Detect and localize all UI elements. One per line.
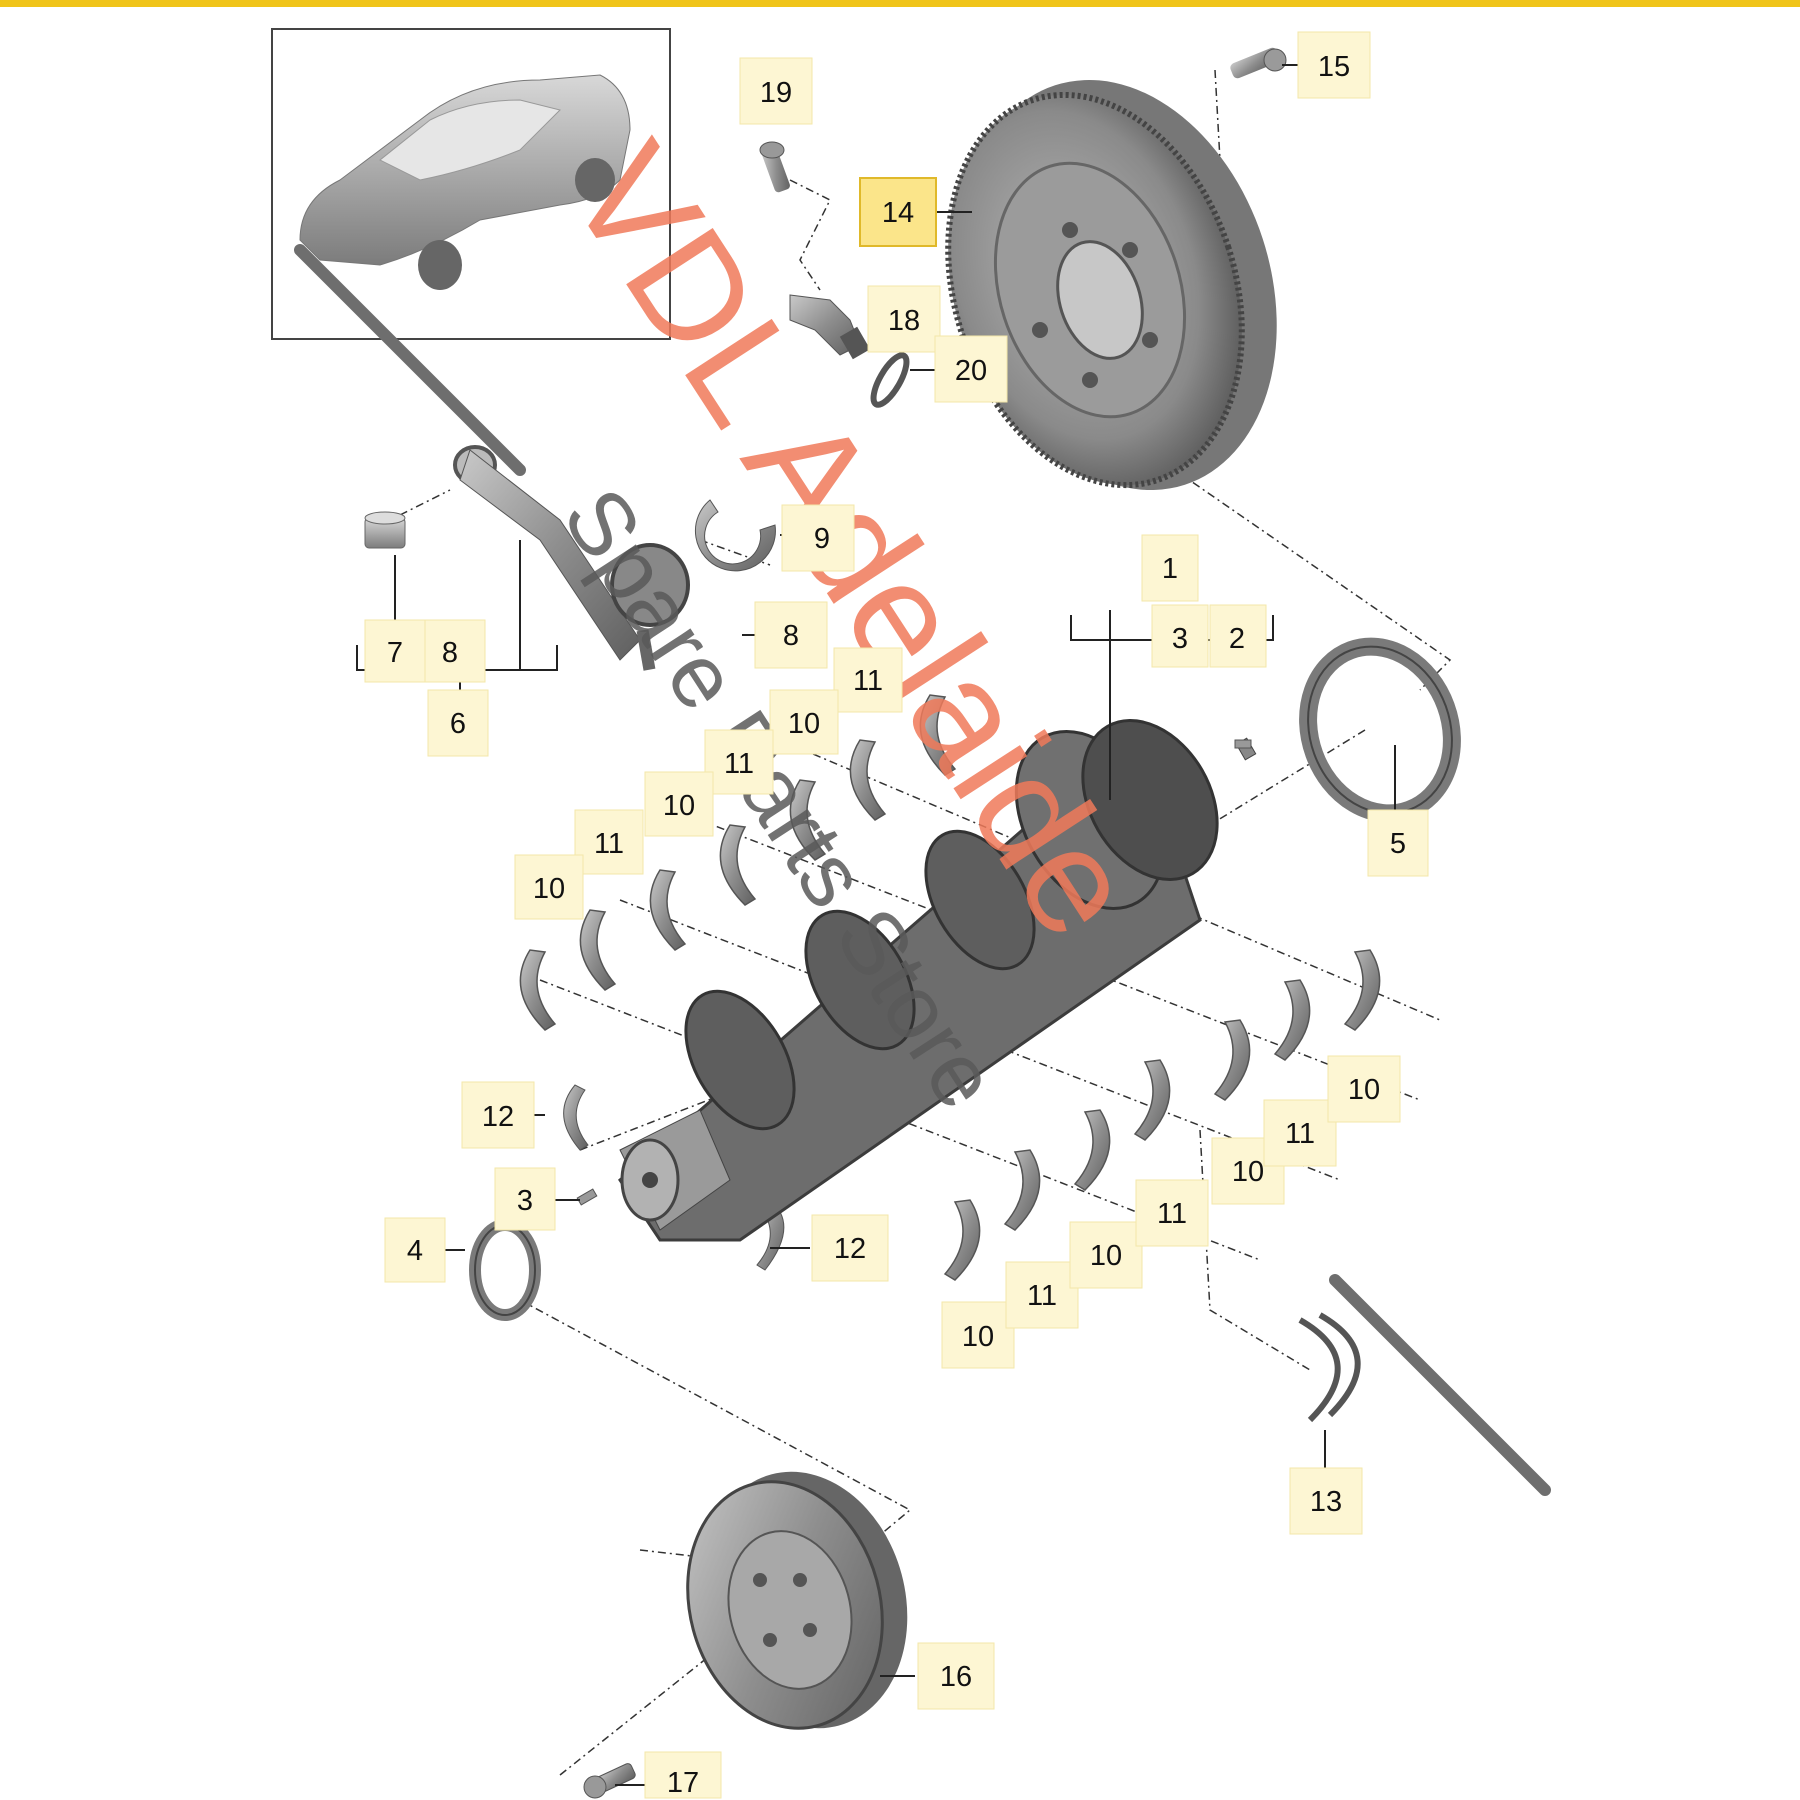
label-10-c[interactable]: 10	[514, 854, 584, 920]
label-9[interactable]: 9	[781, 504, 855, 572]
piston-pin-bush-icon[interactable]	[364, 511, 406, 549]
svg-text:5: 5	[1390, 828, 1406, 860]
label-4[interactable]: 4	[384, 1217, 446, 1283]
svg-text:15: 15	[1318, 51, 1350, 83]
label-11-b[interactable]: 11	[704, 729, 774, 795]
label-11-a[interactable]: 11	[833, 647, 903, 713]
label-7[interactable]: 7	[364, 619, 426, 683]
svg-text:10: 10	[1232, 1156, 1264, 1188]
label-12-b[interactable]: 12	[811, 1214, 889, 1282]
main-bearing-shells[interactable]	[519, 694, 1381, 1281]
svg-text:13: 13	[1310, 1486, 1342, 1518]
label-11-e[interactable]: 11	[1135, 1179, 1209, 1247]
svg-text:10: 10	[663, 790, 695, 822]
svg-text:14: 14	[882, 197, 914, 229]
svg-text:10: 10	[533, 873, 565, 905]
part-labels: 19 15 14 18 20 9 8 7 8 6 1 3 2 5 11 10 1…	[364, 31, 1429, 1799]
label-10-e[interactable]: 10	[1069, 1221, 1143, 1289]
svg-text:19: 19	[760, 77, 792, 109]
svg-text:11: 11	[853, 665, 883, 697]
svg-text:8: 8	[783, 620, 799, 652]
label-16[interactable]: 16	[917, 1642, 995, 1710]
sensor-bolt-icon[interactable]	[759, 141, 791, 193]
svg-text:11: 11	[594, 828, 624, 860]
svg-text:11: 11	[724, 748, 754, 780]
label-10-a[interactable]: 10	[769, 689, 839, 755]
label-11-c[interactable]: 11	[574, 809, 644, 875]
flywheel-icon[interactable]	[900, 39, 1328, 531]
svg-text:16: 16	[940, 1661, 972, 1693]
vibration-damper-icon[interactable]	[661, 1449, 935, 1752]
svg-text:12: 12	[834, 1233, 866, 1265]
svg-text:10: 10	[1348, 1074, 1380, 1106]
car-thumbnail-icon	[299, 74, 631, 290]
label-13[interactable]: 13	[1289, 1467, 1363, 1535]
svg-text:3: 3	[517, 1185, 533, 1217]
pulley-bolt-icon[interactable]	[583, 1762, 637, 1799]
label-2[interactable]: 2	[1209, 604, 1267, 668]
top-accent-bar	[0, 0, 1800, 7]
label-5[interactable]: 5	[1367, 809, 1429, 877]
crank-sensor-icon[interactable]	[789, 294, 871, 360]
front-oil-seal-icon[interactable]	[469, 1219, 541, 1321]
dowel-pin-icon[interactable]	[576, 739, 1252, 1206]
connecting-rod-icon[interactable]	[453, 445, 690, 671]
svg-text:11: 11	[1285, 1118, 1315, 1150]
svg-text:20: 20	[955, 355, 987, 387]
label-8-group[interactable]: 8	[424, 619, 486, 683]
svg-text:11: 11	[1157, 1198, 1187, 1230]
label-12-a[interactable]: 12	[461, 1081, 535, 1149]
svg-text:18: 18	[888, 305, 920, 337]
svg-text:12: 12	[482, 1101, 514, 1133]
label-11-f[interactable]: 11	[1263, 1099, 1337, 1167]
label-17[interactable]: 17	[644, 1751, 722, 1799]
label-10-b[interactable]: 10	[644, 771, 714, 837]
label-10-d[interactable]: 10	[941, 1301, 1015, 1369]
svg-text:7: 7	[387, 637, 403, 669]
svg-text:9: 9	[814, 523, 830, 555]
label-19[interactable]: 19	[739, 57, 813, 125]
label-14-highlighted[interactable]: 14	[859, 177, 937, 247]
label-3[interactable]: 3	[494, 1167, 556, 1231]
svg-text:8: 8	[442, 637, 458, 669]
svg-text:10: 10	[962, 1321, 994, 1353]
thrust-washer-icon[interactable]	[563, 1084, 785, 1271]
diagonal-strokes	[294, 244, 1551, 1496]
label-6[interactable]: 6	[427, 689, 489, 757]
svg-text:1: 1	[1162, 553, 1178, 585]
svg-text:4: 4	[407, 1235, 423, 1267]
con-rod-bearing-icon[interactable]	[694, 499, 776, 572]
label-1[interactable]: 1	[1141, 534, 1199, 602]
o-ring-icon[interactable]	[867, 351, 912, 409]
svg-text:6: 6	[450, 708, 466, 740]
svg-text:10: 10	[788, 708, 820, 740]
label-8-rod[interactable]: 8	[754, 601, 828, 669]
label-3-group[interactable]: 3	[1151, 604, 1209, 668]
thrust-half-washer-icon[interactable]	[1298, 1312, 1361, 1423]
label-18[interactable]: 18	[867, 285, 941, 353]
svg-text:17: 17	[667, 1767, 699, 1799]
label-15[interactable]: 15	[1297, 31, 1371, 99]
svg-text:11: 11	[1027, 1280, 1057, 1312]
svg-text:2: 2	[1229, 623, 1245, 655]
svg-text:3: 3	[1172, 623, 1188, 655]
svg-text:10: 10	[1090, 1240, 1122, 1272]
label-10-g[interactable]: 10	[1327, 1055, 1401, 1123]
flywheel-bolt-icon[interactable]	[1229, 46, 1287, 80]
label-20[interactable]: 20	[934, 335, 1008, 403]
label-11-d[interactable]: 11	[1005, 1261, 1079, 1329]
crankshaft-icon[interactable]	[618, 696, 1257, 1242]
